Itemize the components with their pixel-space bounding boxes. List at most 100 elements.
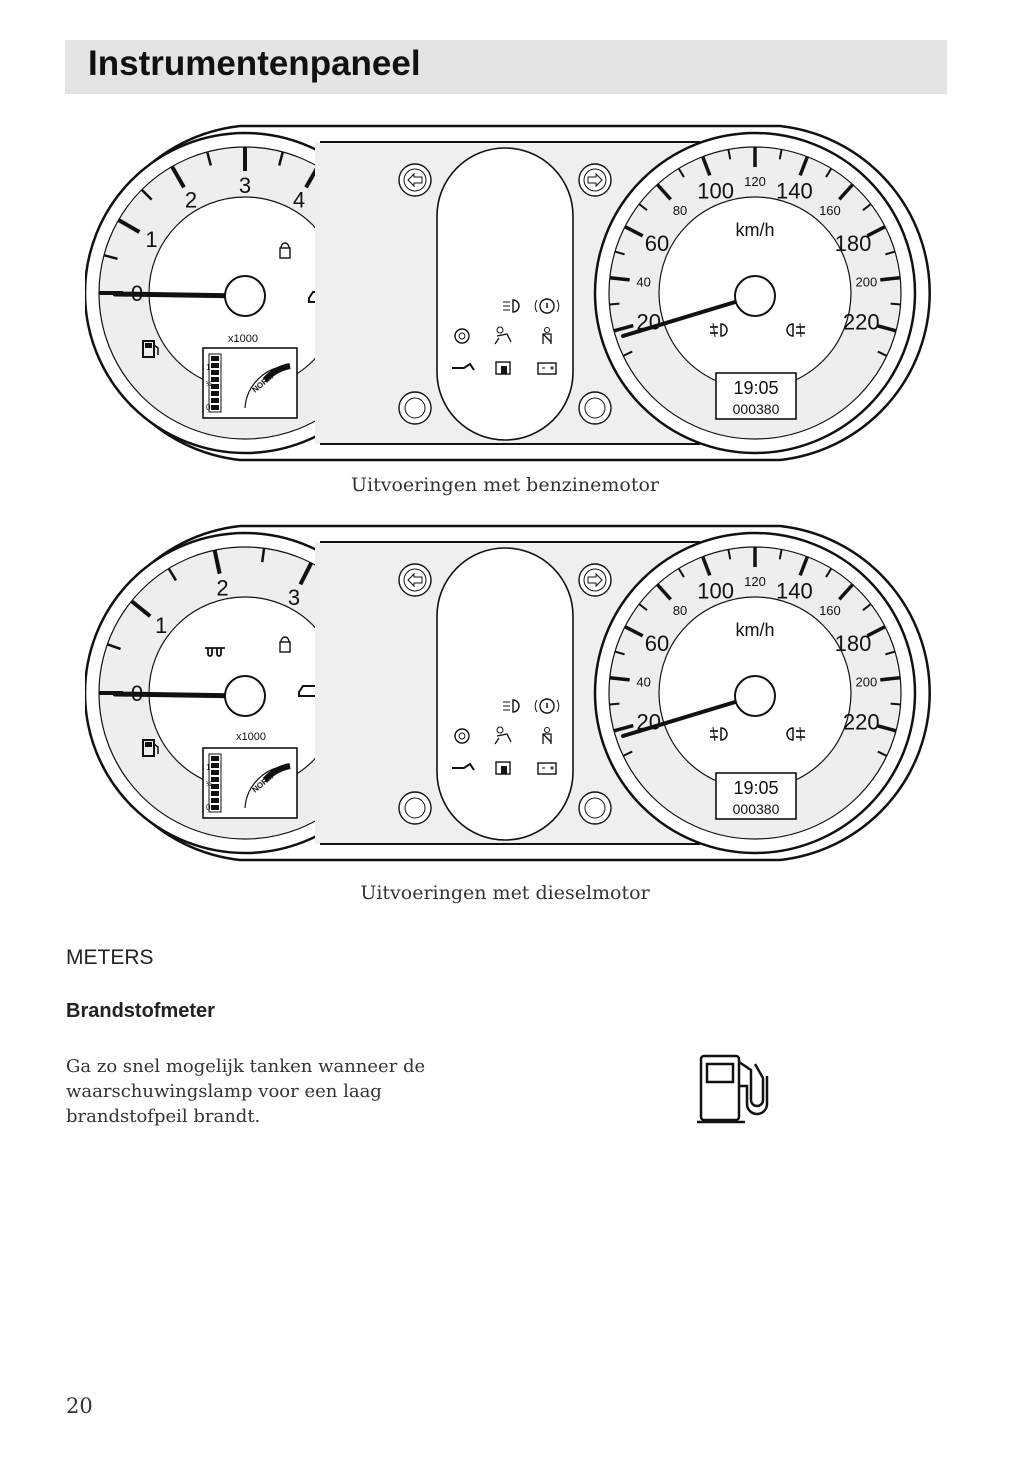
fuel-pump-icon bbox=[142, 739, 159, 757]
speed-label-minor: 80 bbox=[673, 603, 687, 618]
speedo-tick bbox=[862, 603, 872, 612]
front-fog-icon bbox=[710, 726, 728, 742]
seatbelt-icon bbox=[542, 327, 552, 344]
speed-label-minor: 120 bbox=[744, 174, 766, 189]
front-fog-icon bbox=[710, 322, 728, 338]
speedo-tick bbox=[877, 350, 888, 357]
turn-left-arrow-icon bbox=[398, 163, 432, 197]
clock-display: 19:05 bbox=[733, 778, 778, 798]
tacho-number: 3 bbox=[288, 585, 300, 610]
headlight-icon bbox=[503, 299, 520, 313]
page-title: Instrumentenpaneel bbox=[88, 44, 421, 83]
speed-label-major: 60 bbox=[645, 631, 669, 656]
immobilizer-icon bbox=[279, 636, 291, 653]
tacho-multiplier: x1000 bbox=[228, 333, 258, 345]
speedo-tick bbox=[825, 567, 833, 578]
speedo-tick bbox=[862, 203, 872, 212]
speed-label-minor: 40 bbox=[636, 674, 650, 689]
speedo-tick bbox=[880, 675, 901, 682]
speed-label-major: 180 bbox=[835, 231, 872, 256]
tacho-multiplier: x1000 bbox=[236, 731, 266, 743]
speedo-tick bbox=[609, 302, 620, 306]
speedo-tick bbox=[638, 203, 648, 212]
tacho-number: 3 bbox=[239, 173, 251, 198]
speed-label-major: 220 bbox=[843, 709, 880, 734]
fuel-bar-segment bbox=[211, 756, 219, 761]
speedo-tick bbox=[825, 167, 833, 178]
fuel-pump-icon bbox=[142, 340, 159, 358]
fuel-mark-full: 1 bbox=[206, 763, 211, 772]
fuel-bar-segment bbox=[211, 384, 219, 389]
speedo-tick bbox=[838, 583, 854, 601]
speedo-tick bbox=[876, 723, 897, 733]
speedo-tick bbox=[877, 750, 888, 757]
odometer-display: 000380 bbox=[733, 801, 780, 817]
tacho-tick bbox=[117, 218, 141, 234]
tacho-number: 2 bbox=[185, 187, 197, 212]
knob-right[interactable] bbox=[578, 791, 612, 825]
tacho-tick bbox=[106, 643, 121, 651]
door-open-icon bbox=[495, 761, 511, 775]
fuel-bar-segment bbox=[211, 398, 219, 403]
rear-fog-icon bbox=[786, 726, 805, 742]
knob-left[interactable] bbox=[398, 391, 432, 425]
speedo-tick bbox=[609, 275, 630, 282]
speed-label-major: 100 bbox=[697, 178, 734, 203]
body-paragraph: Ga zo snel mogelijk tanken wanneer de wa… bbox=[66, 1056, 426, 1127]
speed-label-major: 140 bbox=[776, 578, 813, 603]
fuel-pump-icon bbox=[697, 1054, 769, 1124]
tacho-tick bbox=[298, 562, 314, 586]
clock-display: 19:05 bbox=[733, 378, 778, 398]
fuel-bar-segment bbox=[211, 784, 219, 789]
speed-label-minor: 200 bbox=[856, 674, 878, 689]
battery-icon bbox=[537, 762, 557, 775]
knob-right[interactable] bbox=[578, 391, 612, 425]
header-bar bbox=[65, 40, 947, 94]
speedo-tick bbox=[677, 567, 685, 578]
fuel-bar-segment bbox=[211, 405, 219, 410]
abs-icon bbox=[454, 728, 470, 744]
tacho-number: 4 bbox=[293, 187, 305, 212]
tacho-tick bbox=[277, 151, 284, 166]
speed-unit-label: km/h bbox=[735, 220, 774, 240]
speedo-tick bbox=[798, 156, 809, 176]
seatbelt-icon bbox=[542, 727, 552, 744]
fuel-mark-empty: 0 bbox=[206, 803, 211, 812]
speed-label-major: 140 bbox=[776, 178, 813, 203]
oil-pressure-icon bbox=[452, 762, 475, 771]
fuel-level-bars bbox=[211, 356, 219, 410]
speedo-tick bbox=[638, 603, 648, 612]
glow-plug-icon bbox=[205, 647, 225, 657]
speedo-tick bbox=[838, 183, 854, 201]
page-number: 20 bbox=[66, 1394, 93, 1418]
speed-label-minor: 80 bbox=[673, 203, 687, 218]
speedo-tick bbox=[624, 225, 644, 238]
speed-unit-label: km/h bbox=[735, 620, 774, 640]
turn-right-arrow-icon bbox=[578, 163, 612, 197]
fuel-bar-segment bbox=[211, 763, 219, 768]
speed-label-minor: 160 bbox=[819, 203, 841, 218]
airbag-icon bbox=[494, 326, 512, 345]
fuel-bar-segment bbox=[211, 356, 219, 361]
instrument-panel-diesel: 012345 x1000 1 ½ 0 NORM 2060100140180220… bbox=[85, 518, 935, 868]
speedo-ticks bbox=[609, 147, 901, 357]
speedo-tick bbox=[622, 750, 633, 757]
caption-petrol: Uitvoeringen met benzinemotor bbox=[351, 474, 659, 496]
fuel-mark-full: 1 bbox=[206, 363, 211, 372]
abs-icon bbox=[454, 328, 470, 344]
speedo-tick bbox=[614, 250, 625, 256]
immobilizer-icon bbox=[279, 242, 291, 259]
airbag-icon bbox=[494, 726, 512, 745]
speedo-tick bbox=[885, 250, 896, 256]
speedo-tick bbox=[890, 302, 901, 306]
caption-diesel: Uitvoeringen met dieselmotor bbox=[360, 882, 650, 904]
speedo-tick bbox=[609, 702, 620, 706]
tacho-tick bbox=[212, 549, 222, 575]
fuel-bar-segment bbox=[211, 805, 219, 810]
speedo-tick bbox=[778, 149, 783, 160]
knob-left[interactable] bbox=[398, 791, 432, 825]
speedo-tick bbox=[624, 625, 644, 638]
oil-pressure-icon bbox=[452, 362, 475, 371]
speedo-tick bbox=[701, 556, 712, 576]
